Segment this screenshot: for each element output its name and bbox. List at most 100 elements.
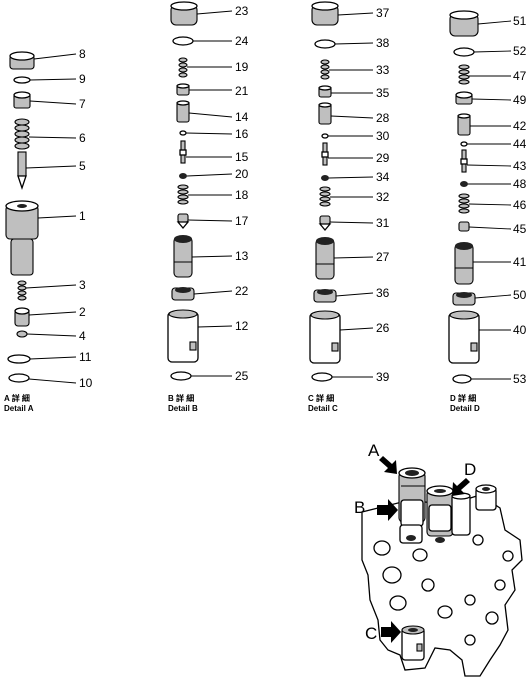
part-22-nut (171, 287, 195, 301)
part-18-spring (177, 184, 189, 205)
part-40-housing (448, 310, 480, 364)
arrow-c-icon (381, 621, 401, 643)
part-9-oring (13, 76, 31, 84)
cartridge-d (426, 485, 471, 543)
part-4-ring (16, 330, 28, 338)
label-40: 40 (513, 323, 527, 337)
part-48-ball (460, 181, 468, 187)
part-2-check-valve (14, 307, 30, 327)
label-51: 51 (513, 14, 527, 28)
label-23: 23 (235, 4, 249, 18)
label-5: 5 (79, 159, 86, 173)
arrow-b-icon (377, 499, 398, 521)
part-27-spool (315, 237, 335, 280)
label-41: 41 (513, 255, 527, 269)
assembly-label-d: D (464, 460, 476, 479)
label-32: 32 (376, 190, 390, 204)
detail-a-caption-jp: A 詳 細 (4, 393, 30, 403)
label-16: 16 (235, 127, 249, 141)
label-17: 17 (235, 214, 249, 228)
part-25-oring (170, 371, 192, 381)
detail-c-caption: Detail C (308, 404, 338, 413)
part-29-pin (321, 142, 329, 166)
label-4: 4 (79, 329, 86, 343)
part-32-spring (319, 186, 331, 207)
part-7-nut (13, 91, 31, 109)
label-50: 50 (513, 288, 527, 302)
part-36-nut (313, 289, 337, 303)
label-46: 46 (513, 198, 527, 212)
label-13: 13 (235, 249, 249, 263)
label-11: 11 (79, 350, 92, 364)
label-29: 29 (376, 151, 390, 165)
label-8: 8 (79, 47, 86, 61)
part-51-cap (449, 10, 479, 37)
label-48: 48 (513, 177, 527, 191)
part-20-ball (179, 173, 187, 179)
label-22: 22 (235, 284, 249, 298)
label-9: 9 (79, 72, 86, 86)
part-50-nut (452, 292, 476, 306)
part-47-spring (458, 64, 470, 85)
label-34: 34 (376, 170, 390, 184)
part-53-oring (452, 374, 472, 384)
part-42-sleeve (457, 113, 471, 136)
part-43-pin (460, 149, 468, 173)
label-39: 39 (376, 370, 390, 384)
part-3-spring (17, 280, 27, 301)
part-17-poppet (176, 213, 190, 230)
label-49: 49 (513, 93, 527, 107)
part-28-sleeve (318, 102, 332, 125)
label-19: 19 (235, 60, 249, 74)
part-30-ring (321, 133, 329, 139)
detail-c-column: 37 38 33 35 28 30 29 (308, 1, 390, 413)
part-31-poppet (318, 215, 332, 232)
label-47: 47 (513, 69, 527, 83)
part-52-oring (453, 47, 475, 57)
part-38-oring (314, 39, 336, 49)
label-6: 6 (79, 131, 86, 145)
label-18: 18 (235, 188, 249, 202)
part-19-spring (178, 57, 188, 78)
label-42: 42 (513, 119, 527, 133)
detail-b-caption: Detail B (168, 404, 198, 413)
label-10: 10 (79, 376, 93, 390)
cartridge-a (398, 467, 426, 527)
label-24: 24 (235, 34, 249, 48)
label-52: 52 (513, 44, 527, 58)
label-14: 14 (235, 110, 249, 124)
label-53: 53 (513, 372, 527, 386)
detail-d-column: 51 52 47 49 42 44 43 (448, 10, 527, 413)
part-35-nut (318, 85, 332, 98)
arrow-d-icon (452, 478, 470, 496)
label-21: 21 (235, 84, 249, 98)
part-33-spring (320, 59, 330, 80)
part-46-spring (458, 193, 470, 214)
part-23-cap (170, 1, 198, 26)
detail-b-caption-jp: B 詳 細 (168, 393, 194, 403)
label-30: 30 (376, 129, 390, 143)
label-7: 7 (79, 97, 86, 111)
label-31: 31 (376, 216, 390, 230)
part-41-spool (454, 242, 474, 285)
part-26-housing (309, 310, 341, 364)
assembly-label-a: A (368, 441, 380, 460)
label-36: 36 (376, 286, 390, 300)
label-45: 45 (513, 222, 527, 236)
label-35: 35 (376, 86, 390, 100)
detail-a-caption: Detail A (4, 404, 34, 413)
detail-b-column: 23 24 19 21 14 16 15 (167, 1, 249, 413)
label-33: 33 (376, 63, 390, 77)
part-14-sleeve (176, 100, 190, 123)
part-39-oring (311, 372, 333, 382)
top-fitting (475, 484, 497, 511)
part-24-oring (172, 36, 194, 46)
part-45-poppet (458, 221, 470, 232)
label-1: 1 (79, 209, 86, 223)
label-27: 27 (376, 250, 390, 264)
part-44-ring (460, 141, 468, 147)
part-21-nut (176, 83, 190, 96)
valve-assembly-view: A B D C (354, 441, 523, 677)
part-6-spring (14, 118, 30, 150)
